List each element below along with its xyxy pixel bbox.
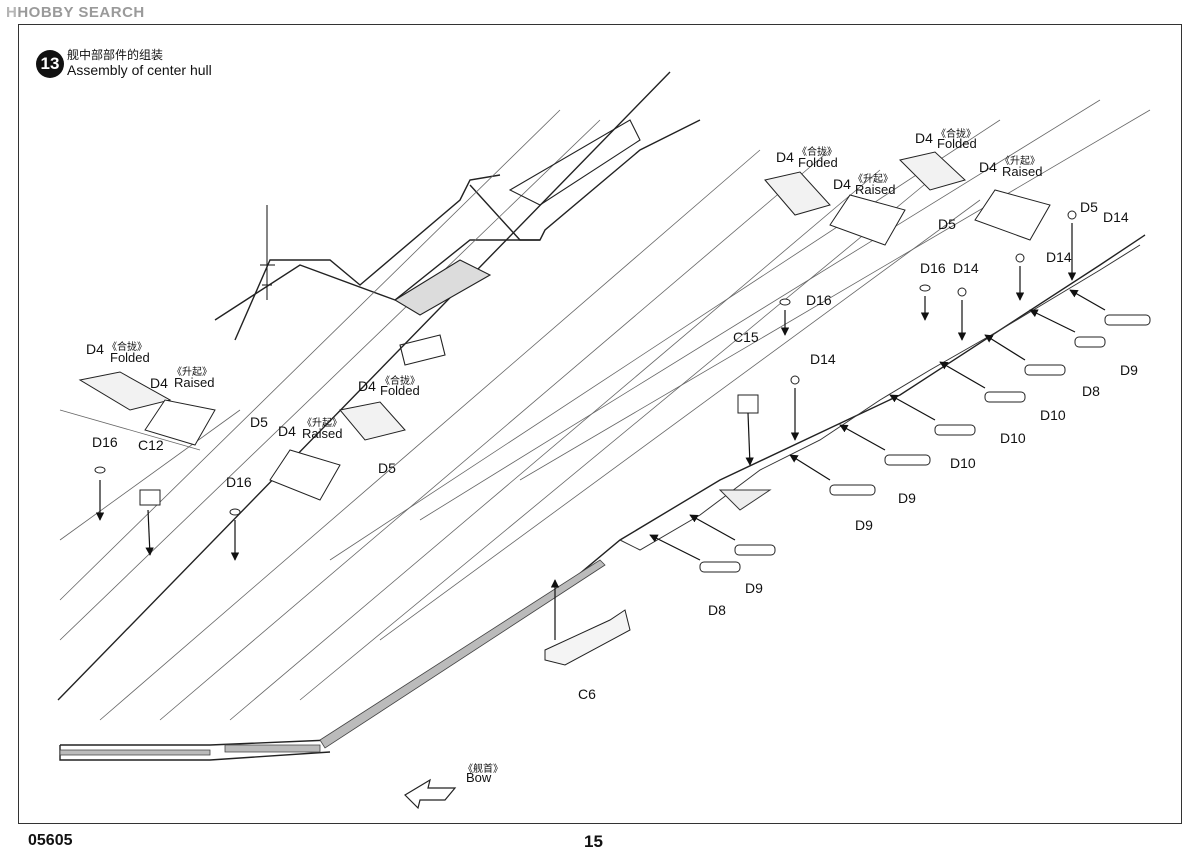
step-number-badge: 13 <box>36 50 64 78</box>
folded-cn-label: 《合拢》 <box>107 342 147 353</box>
part-label-d4: D4 <box>979 159 997 175</box>
part-label-d8: D8 <box>1082 383 1100 399</box>
folded-label: Folded <box>380 383 420 398</box>
part-label-c6: C6 <box>578 686 596 702</box>
part-label-d4: D4 <box>776 149 794 165</box>
step-title-chinese: 舰中部部件的组装 <box>67 48 164 62</box>
raised-cn-label: 《升起》 <box>1000 156 1040 167</box>
folded-label: Folded <box>798 155 838 170</box>
part-label-d5: D5 <box>378 460 396 476</box>
product-code: 05605 <box>28 832 73 849</box>
page-frame <box>18 24 1182 824</box>
folded-cn-label: 《合拢》 <box>936 129 976 140</box>
part-label-d4: D4 <box>278 423 296 439</box>
raised-label: Raised <box>855 182 896 197</box>
folded-cn-label: 《合拢》 <box>380 376 420 387</box>
folded-panel-parts <box>78 151 966 441</box>
part-label-d8: D8 <box>708 602 726 618</box>
hull-edge-detail <box>619 244 1141 551</box>
part-label-d14: D14 <box>953 260 979 276</box>
bow-cn-label: 《舰首》 <box>463 764 503 775</box>
watermark-logo: H <box>6 4 18 21</box>
part-label-d5: D5 <box>938 216 956 232</box>
part-label-d16: D16 <box>92 434 118 450</box>
folded-cn-label: 《合拢》 <box>797 147 837 158</box>
part-label-d14: D14 <box>1103 209 1129 225</box>
bow-direction-arrow <box>404 778 457 810</box>
part-label-d10: D10 <box>1000 430 1026 446</box>
raised-cn-label: 《升起》 <box>302 418 342 429</box>
flight-deck-outline <box>57 71 1146 761</box>
step-title-english: Assembly of center hull <box>67 62 212 78</box>
raised-panel-parts <box>144 189 1051 501</box>
raised-label: Raised <box>302 426 343 441</box>
raised-cn-label: 《升起》 <box>853 174 893 185</box>
part-label-d5: D5 <box>1080 199 1098 215</box>
part-label-d4: D4 <box>915 130 933 146</box>
part-label-d14: D14 <box>1046 249 1072 265</box>
watermark: HHOBBY SEARCH <box>6 4 145 21</box>
folded-label: Folded <box>937 136 977 151</box>
small-parts <box>94 210 1077 516</box>
part-label-d9: D9 <box>855 517 873 533</box>
part-label-d16: D16 <box>806 292 832 308</box>
watermark-text: HOBBY SEARCH <box>17 4 145 21</box>
part-label-d14: D14 <box>810 351 836 367</box>
bow-label: Bow <box>466 770 492 785</box>
part-label-d4: D4 <box>86 341 104 357</box>
part-label-d5: D5 <box>250 414 268 430</box>
assembly-arrows <box>95 223 1106 640</box>
part-label-d10: D10 <box>1040 407 1066 423</box>
side-catwalk <box>59 559 606 756</box>
part-label-d4: D4 <box>358 378 376 394</box>
part-label-d4: D4 <box>833 176 851 192</box>
page-number: 15 <box>584 832 603 851</box>
part-label-d16: D16 <box>226 474 252 490</box>
antenna-rack-parts <box>699 314 1151 573</box>
raised-label: Raised <box>1002 164 1043 179</box>
part-label-d9: D9 <box>898 490 916 506</box>
part-label-c12: C12 <box>138 437 164 453</box>
raised-cn-label: 《升起》 <box>172 367 212 378</box>
island-superstructure <box>260 119 641 366</box>
folded-label: Folded <box>110 350 150 365</box>
raised-label: Raised <box>174 375 215 390</box>
part-label-d9: D9 <box>745 580 763 596</box>
part-c6 <box>544 609 631 666</box>
part-label-d10: D10 <box>950 455 976 471</box>
part-label-d16: D16 <box>920 260 946 276</box>
part-label-d4: D4 <box>150 375 168 391</box>
part-label-c15: C15 <box>733 329 759 345</box>
part-label-d9: D9 <box>1120 362 1138 378</box>
